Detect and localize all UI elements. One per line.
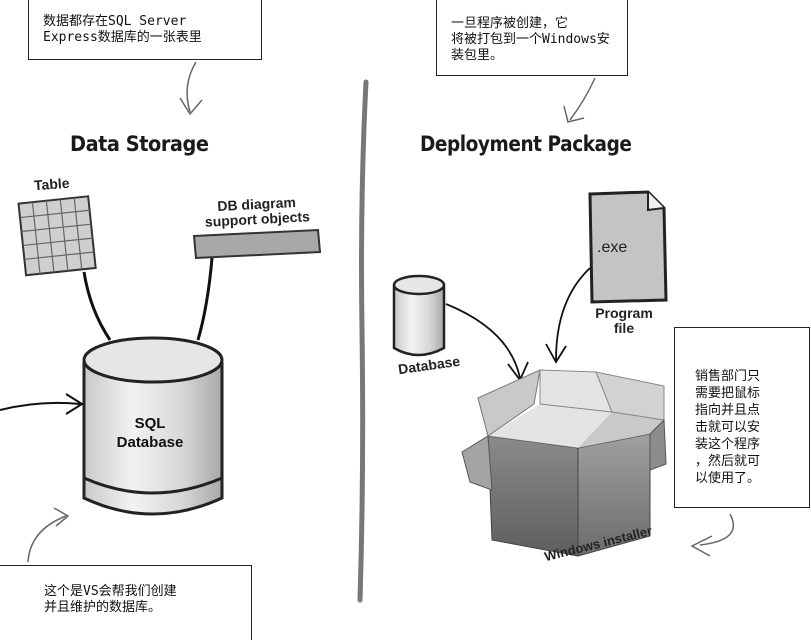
note-installer: 销售部门只 需要把鼠标 指向并且点 击就可以安 装这个程序 ，然后就可 以使用了…: [674, 327, 810, 508]
arrow-head: [690, 535, 713, 557]
arrow-head: [65, 393, 84, 415]
label-program-file: Program file: [595, 305, 653, 336]
arrow-into-database: [0, 401, 81, 411]
arrow-note-to-installer: [699, 513, 735, 546]
exe-file-icon: [588, 190, 668, 304]
label-exe: .exe: [597, 239, 628, 256]
connector-diagram-db: [196, 257, 214, 341]
arrow-file-to-installer: [555, 267, 591, 361]
heading-deployment-package: Deployment Package: [420, 132, 632, 156]
arrow-head: [545, 343, 567, 364]
arrow-head: [563, 105, 585, 123]
arrow-head: [53, 507, 70, 527]
arrow-note-to-storage: [186, 61, 197, 113]
note-deployment: 一旦程序被创建，它 将被打包到一个Windows安 装包里。: [436, 0, 628, 76]
arrow-note-to-deployment: [569, 77, 596, 121]
table-icon: [17, 195, 97, 277]
label-table: Table: [33, 174, 71, 194]
note-data-storage: 数据都存在SQL Server Express数据库的一张表里: [28, 0, 262, 60]
connector-table-db: [82, 271, 112, 341]
arrow-database-to-installer: [445, 303, 521, 379]
label-sql-database: SQL Database: [116, 415, 184, 451]
database-icon: [392, 274, 446, 357]
sql-database-icon: [82, 336, 224, 516]
arrow-head: [179, 97, 203, 116]
db-diagram-icon: [192, 228, 322, 260]
arrow-note-to-db: [27, 515, 67, 563]
windows-installer-icon: [461, 369, 667, 557]
note-database: 这个是VS会帮我们创建 并且维护的数据库。: [0, 565, 252, 640]
section-divider: [357, 79, 369, 603]
heading-data-storage: Data Storage: [70, 132, 209, 156]
